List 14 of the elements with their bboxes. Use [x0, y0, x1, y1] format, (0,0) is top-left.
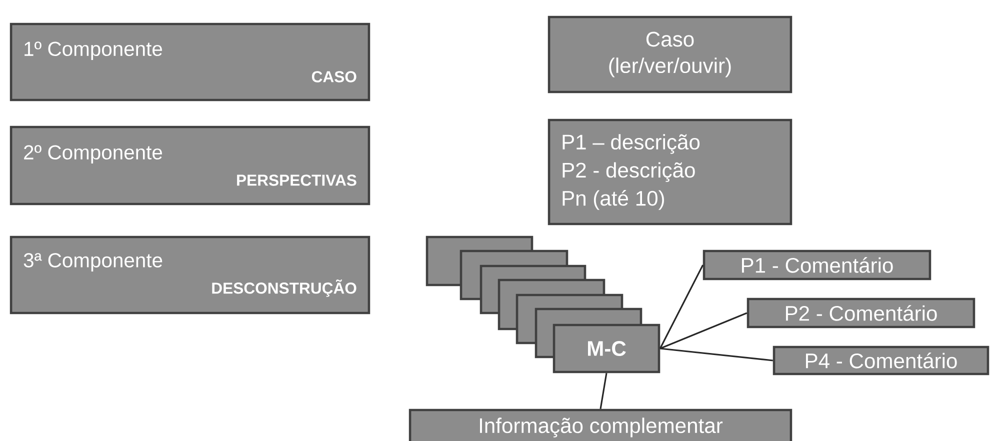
card-box: M-C — [552, 324, 660, 374]
text-box: P1 – descrição P2 - descrição Pn (até 10) — [548, 118, 792, 226]
connector-line — [600, 373, 608, 409]
text-box: P1 - Comentário — [702, 250, 932, 280]
connector-line — [660, 348, 773, 362]
connector-line — [660, 312, 748, 350]
text-box: P2 - Comentário — [746, 298, 976, 328]
connector-line — [659, 264, 704, 349]
component-box: 3ª Componente DESCONSTRUÇÃO — [10, 236, 370, 314]
text-box: Informação complementar — [408, 408, 792, 441]
text-box: Caso (ler/ver/ouvir) — [548, 16, 792, 94]
component-box: 2º Componente PERSPECTIVAS — [10, 126, 370, 206]
component-box: 1º Componente CASO — [10, 22, 370, 102]
text-box: P4 - Comentário — [772, 346, 990, 376]
